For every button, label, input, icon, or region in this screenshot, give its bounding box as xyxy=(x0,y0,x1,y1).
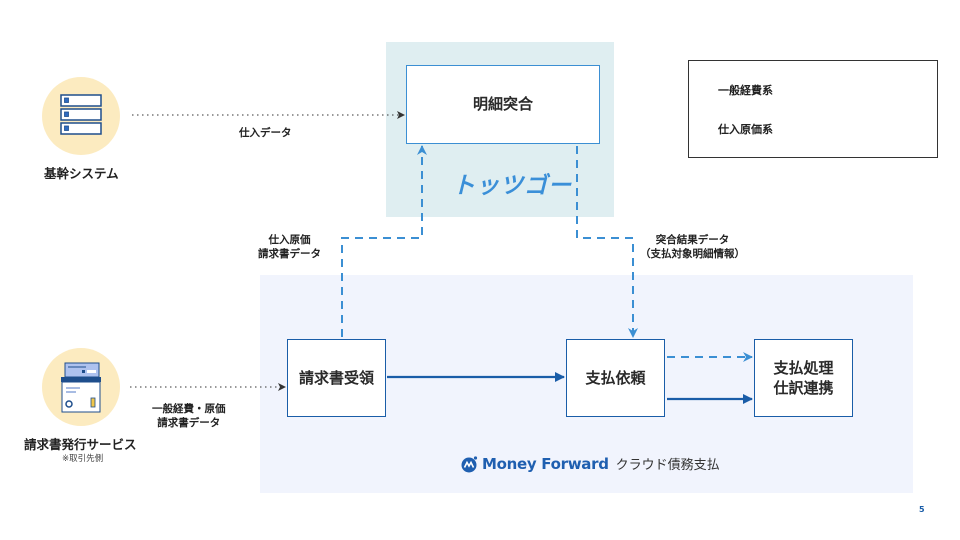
server-icon xyxy=(60,94,102,135)
general-invoice-label-line2: 請求書データ xyxy=(157,416,221,429)
match-result-label-line2: （支払対象明細情報） xyxy=(640,247,745,260)
invoice-service-label: 請求書発行サービス xyxy=(24,437,137,452)
payment-processing-box: 支払処理 仕訳連携 xyxy=(754,339,853,417)
payment-processing-line2: 仕訳連携 xyxy=(773,379,834,397)
reconciliation-label: 明細突合 xyxy=(472,95,533,114)
invoice-envelope-icon xyxy=(61,362,101,413)
payment-request-box: 支払依頼 xyxy=(566,339,665,417)
legend-label-general: 一般経費系 xyxy=(718,84,773,97)
match-result-label: 突合結果データ （支払対象明細情報） xyxy=(640,234,745,261)
invoice-service-icon-circle xyxy=(42,348,120,426)
general-invoice-label: 一般経費・原価 請求書データ xyxy=(152,403,226,430)
core-system-icon-circle xyxy=(42,77,120,155)
match-result-label-line1: 突合結果データ xyxy=(655,234,730,246)
legend-label-purchase: 仕入原価系 xyxy=(718,123,773,136)
invoice-service-note: ※取引先側 xyxy=(62,454,104,464)
edge-reconciliation-to-request xyxy=(576,146,638,338)
payment-processing-line1: 支払処理 xyxy=(773,358,834,377)
invoice-receipt-box: 請求書受領 xyxy=(287,339,386,417)
money-forward-logo: Money Forward クラウド債務支払 xyxy=(460,454,720,473)
general-invoice-label-line1: 一般経費・原価 xyxy=(152,403,226,415)
money-forward-wordmark: Money Forward xyxy=(482,454,609,473)
core-system-label: 基幹システム xyxy=(44,166,119,181)
tsugo-logo: トッツゴー xyxy=(452,173,572,199)
money-forward-mark-icon xyxy=(461,455,478,472)
money-forward-product-name: クラウド債務支払 xyxy=(615,458,720,473)
edge-receipt-to-reconciliation xyxy=(341,145,427,337)
invoice-receipt-label: 請求書受領 xyxy=(298,368,374,387)
payment-request-label: 支払依頼 xyxy=(585,368,646,387)
purchase-invoice-label-line1: 仕入原価 xyxy=(268,234,311,246)
reconciliation-box: 明細突合 xyxy=(406,65,600,144)
purchase-invoice-label-line2: 請求書データ xyxy=(258,247,321,260)
purchase-invoice-label: 仕入原価 請求書データ xyxy=(258,234,321,261)
legend-box xyxy=(688,60,938,158)
page-number: 5 xyxy=(919,505,925,514)
purchase-data-label: 仕入データ xyxy=(239,127,292,139)
